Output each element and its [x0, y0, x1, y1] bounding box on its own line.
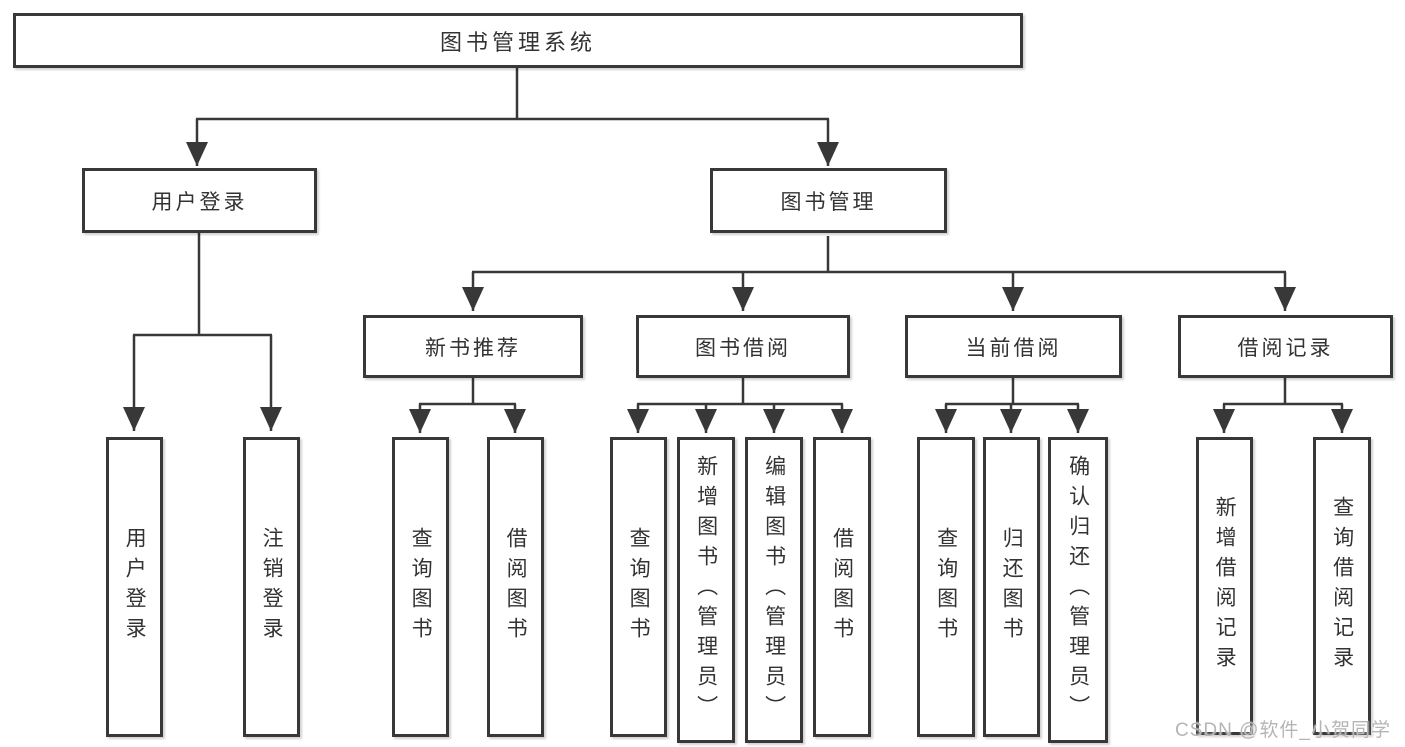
- node-records-query-record: 查询借阅记录: [1313, 437, 1371, 735]
- node-book-management: 图书管理: [710, 168, 947, 233]
- edges-borrow-records: [1213, 378, 1353, 433]
- edges-user-login: [123, 233, 282, 431]
- node-current-confirm-return-admin: 确认归还（管理员）: [1048, 437, 1108, 743]
- node-recommend-borrow-books: 借阅图书: [487, 437, 544, 737]
- node-book-borrow: 图书借阅: [636, 315, 850, 378]
- node-borrow-records-label: 借阅记录: [1237, 336, 1334, 360]
- node-root-label: 图书管理系统: [439, 29, 596, 55]
- node-current-borrow-label: 当前借阅: [965, 336, 1062, 360]
- edges-root: [186, 68, 839, 166]
- node-borrow-add-books-admin: 新增图书（管理员）: [677, 437, 735, 743]
- node-user-login-label: 用户登录: [151, 190, 248, 214]
- node-current-confirm-return-admin-label: 确认归还（管理员）: [1066, 455, 1090, 725]
- edges-book-management: [462, 236, 1296, 311]
- node-user-login: 用户登录: [82, 168, 317, 233]
- node-recommend-query-books: 查询图书: [392, 437, 449, 737]
- node-new-book-recommend-label: 新书推荐: [425, 336, 521, 360]
- node-borrow-add-books-admin-label: 新增图书（管理员）: [694, 455, 718, 725]
- node-current-borrow: 当前借阅: [905, 315, 1122, 378]
- node-login-user: 用户登录: [106, 437, 163, 737]
- node-login-logout: 注销登录: [243, 437, 300, 737]
- node-records-query-record-label: 查询借阅记录: [1330, 496, 1354, 676]
- node-book-borrow-label: 图书借阅: [695, 336, 791, 360]
- node-login-logout-label: 注销登录: [260, 527, 284, 647]
- node-borrow-borrow-books-label: 借阅图书: [830, 527, 854, 647]
- csdn-watermark: CSDN @软件_小贺同学: [1175, 720, 1391, 741]
- edges-book-borrow: [627, 378, 853, 433]
- edges-current-borrow: [935, 378, 1089, 433]
- node-new-book-recommend: 新书推荐: [363, 315, 583, 378]
- node-recommend-borrow-books-label: 借阅图书: [504, 527, 528, 647]
- node-root: 图书管理系统: [13, 13, 1023, 68]
- node-current-query-books: 查询图书: [917, 437, 975, 737]
- node-login-user-label: 用户登录: [123, 527, 147, 647]
- node-current-return-books: 归还图书: [983, 437, 1040, 737]
- node-borrow-edit-books-admin: 编辑图书（管理员）: [745, 437, 803, 743]
- node-current-return-books-label: 归还图书: [1000, 527, 1024, 647]
- node-records-add-record-label: 新增借阅记录: [1213, 496, 1237, 676]
- node-borrow-borrow-books: 借阅图书: [813, 437, 871, 737]
- node-records-add-record: 新增借阅记录: [1196, 437, 1253, 735]
- node-borrow-edit-books-admin-label: 编辑图书（管理员）: [762, 455, 786, 725]
- edges-new-book-recommend: [409, 378, 526, 433]
- node-borrow-records: 借阅记录: [1178, 315, 1393, 378]
- node-current-query-books-label: 查询图书: [934, 527, 958, 647]
- node-recommend-query-books-label: 查询图书: [409, 527, 433, 647]
- node-book-management-label: 图书管理: [780, 190, 877, 214]
- node-borrow-query-books-label: 查询图书: [627, 527, 651, 647]
- node-borrow-query-books: 查询图书: [610, 437, 667, 737]
